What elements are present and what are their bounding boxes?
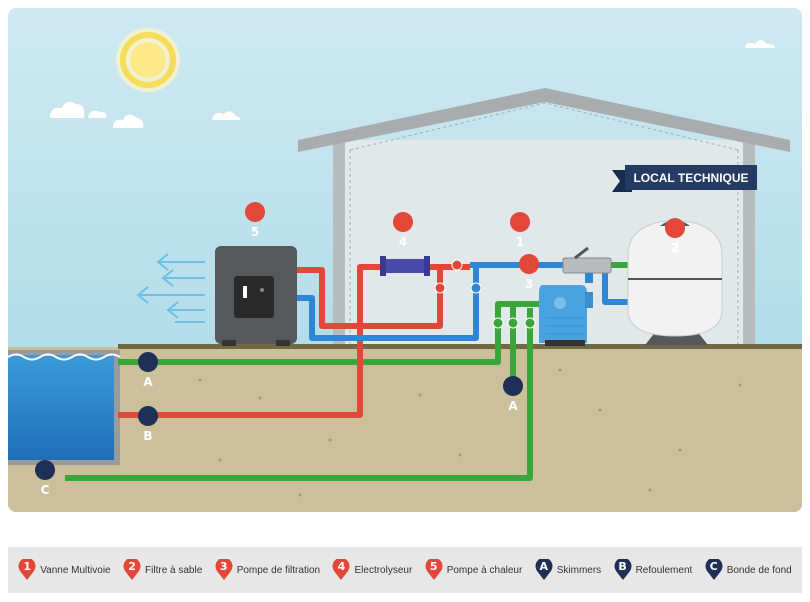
svg-text:5: 5 xyxy=(251,225,259,239)
legend-mark: 2 xyxy=(128,560,136,573)
legend-mark: 5 xyxy=(429,560,438,573)
legend-label: Bonde de fond xyxy=(726,564,792,576)
marker-pin-icon: A xyxy=(535,559,553,581)
marker-pin-icon: 2 xyxy=(123,559,141,581)
marker-valve: 1 xyxy=(510,212,531,249)
legend-item: B Refoulement xyxy=(614,559,693,581)
legend-mark: A xyxy=(539,560,548,573)
marker-pin-icon: 3 xyxy=(215,559,233,581)
air-flow-arrows-icon xyxy=(136,253,205,323)
legend-mark: 4 xyxy=(337,560,346,573)
heat-pump-out-pipe xyxy=(295,267,443,329)
multiport-valve xyxy=(562,246,612,283)
marker-return: B xyxy=(138,406,159,443)
marker-skimmer-ground: A xyxy=(503,376,524,413)
heat-pump-in-pipe xyxy=(295,265,479,341)
sand-filter xyxy=(627,219,723,345)
legend-mark: C xyxy=(709,560,718,573)
marker-pump: 3 xyxy=(519,254,540,291)
svg-text:A: A xyxy=(508,399,518,413)
marker-pin-icon: 1 xyxy=(18,559,36,581)
legend-item: 4 Electrolyseur xyxy=(332,559,412,581)
legend: 1 Vanne Multivoie 2 Filtre à sable 3 Pompe de… xyxy=(8,547,802,593)
legend-label: Pompe à chaleur xyxy=(446,564,523,576)
svg-text:B: B xyxy=(143,429,152,443)
legend-item: 1 Vanne Multivoie xyxy=(18,559,111,581)
marker-pin-icon: 5 xyxy=(425,559,443,581)
marker-filter: 2 xyxy=(665,218,686,255)
legend-mark: 1 xyxy=(23,560,32,573)
sun-icon xyxy=(116,28,180,92)
flow-arrow-icons xyxy=(434,259,536,329)
legend-label: Skimmers xyxy=(556,564,602,576)
legend-item: A Skimmers xyxy=(535,559,601,581)
drain-pipe xyxy=(65,308,533,481)
legend-item: 5 Pompe à chaleur xyxy=(425,559,523,581)
electrolyser xyxy=(380,256,430,276)
filtration-pump xyxy=(539,285,593,346)
marker-skimmer-pool: A xyxy=(138,352,159,389)
marker-pin-icon: B xyxy=(614,559,632,581)
marker-pin-icon: C xyxy=(705,559,723,581)
legend-label: Filtre à sable xyxy=(145,564,203,576)
legend-item: 2 Filtre à sable xyxy=(123,559,202,581)
svg-text:3: 3 xyxy=(525,277,533,291)
svg-text:1: 1 xyxy=(516,235,524,249)
banner-label: LOCAL TECHNIQUE xyxy=(633,171,748,185)
marker-electrolyser: 4 xyxy=(393,212,414,249)
legend-label: Refoulement xyxy=(635,564,693,576)
filter-valve-pipe xyxy=(602,272,632,305)
legend-label: Pompe de filtration xyxy=(236,564,321,576)
legend-label: Electrolyseur xyxy=(354,564,413,576)
legend-label: Vanne Multivoie xyxy=(40,564,111,576)
heat-pump xyxy=(215,246,297,346)
skimmer-pipe xyxy=(118,301,560,365)
cloud-icon xyxy=(50,40,775,128)
legend-item: 3 Pompe de filtration xyxy=(215,559,320,581)
svg-text:C: C xyxy=(41,483,50,497)
legend-item: C Bonde de fond xyxy=(705,559,792,581)
legend-mark: 3 xyxy=(219,560,228,573)
svg-text:2: 2 xyxy=(671,241,679,255)
svg-text:A: A xyxy=(143,375,153,389)
legend-mark: B xyxy=(618,560,627,573)
svg-text:4: 4 xyxy=(399,235,407,249)
marker-drain: C xyxy=(35,460,56,497)
swimming-pool xyxy=(8,350,121,465)
ground xyxy=(8,347,802,512)
pool-plumbing-diagram: LOCAL TECHNIQUE xyxy=(8,8,802,512)
local-technique-banner: LOCAL TECHNIQUE xyxy=(612,165,757,192)
marker-pin-icon: 4 xyxy=(332,559,350,581)
marker-heat-pump: 5 xyxy=(245,202,266,239)
